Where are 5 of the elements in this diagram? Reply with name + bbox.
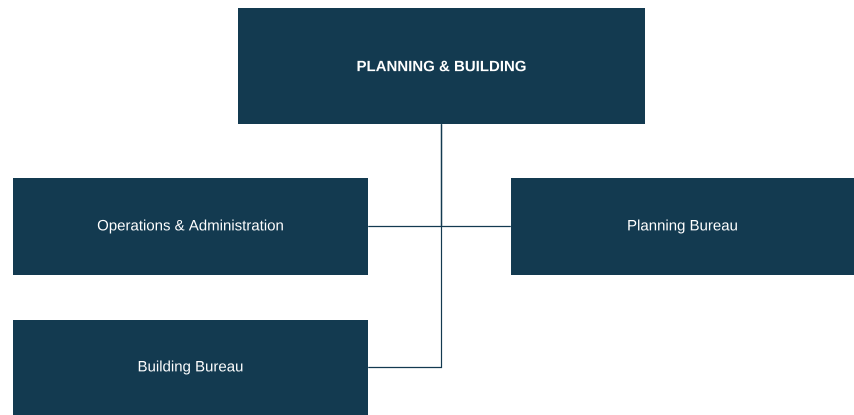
org-box: Planning Bureau (511, 178, 854, 275)
org-box: Building Bureau (13, 320, 368, 415)
connector-line (368, 124, 442, 368)
org-box: PLANNING & BUILDING (238, 8, 645, 124)
org-box: Operations & Administration (13, 178, 368, 275)
